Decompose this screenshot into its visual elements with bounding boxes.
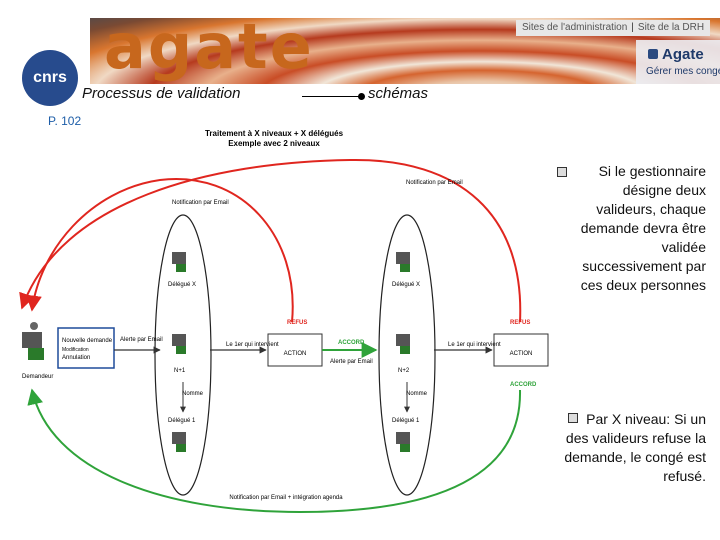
notif-top-right: Notification par Email [406,180,463,186]
delegue-1-label-1: Délégué 1 [168,418,196,424]
header-connector-dot [358,93,365,100]
delegue-x-label-1: Délégué X [168,282,196,288]
brand-name: Agate [662,46,704,63]
notif-top-left: Notification par Email [172,200,229,206]
delegue-x-figure-2 [396,252,410,272]
action-label-1: ACTION [284,351,307,357]
action-box-2 [493,333,549,367]
page-reference: P. 102 [48,114,82,128]
request-box [57,327,115,369]
requester-figure [22,322,44,360]
delegue-1-label-2: Délégué 1 [392,418,420,424]
top-links: Sites de l'administration|Site de la DRH [516,20,711,36]
note-refusal-rule: Par X niveau: Si un des valideurs refuse… [556,410,706,486]
link-drh-site[interactable]: Site de la DRH [637,22,705,33]
cnrs-logo: cnrs [22,50,78,106]
first-in-label-1: Le 1er qui intervient [226,342,279,348]
action-label-2: ACTION [510,351,533,357]
link-admin-sites[interactable]: Sites de l'administration [522,22,628,33]
note-text-1: Si le gestionnaire désigne deux valideur… [580,163,706,293]
n2-label: N+2 [398,368,410,374]
validation-diagram: Traitement à X niveaux + X délégués Exem… [19,129,549,514]
nomme-label-2: Nomme [406,391,428,397]
n2-figure [396,334,410,354]
refus-label-2: REFUS [510,320,530,326]
n1-label: N+1 [174,368,186,374]
accord-arc [27,388,522,514]
request-cancel: Annulation [62,355,90,361]
requester-label: Demandeur [22,374,53,380]
header-banner: agate Sites de l'administration|Site de … [0,0,720,86]
note-sequential-validation: Si le gestionnaire désigne deux valideur… [557,162,706,295]
accord-label-2: ACCORD [510,382,537,388]
validator-group-2 [378,214,436,496]
alert-label-1: Alerte par Email [120,337,163,343]
lock-icon [648,49,658,59]
request-new: Nouvelle demande [62,338,113,344]
validator-group-1 [154,214,212,496]
note-text-2: Par X niveau: Si un des valideurs refuse… [564,411,706,484]
diagram-title: Traitement à X niveaux + X délégués [205,129,344,138]
agate-brand-box[interactable]: Agate Gérer mes congés [636,40,720,84]
delegue-1-figure-1 [172,432,186,452]
brand-subtitle: Gérer mes congés [646,66,720,77]
notif-bottom: Notification par Email + intégration age… [229,495,343,501]
checkbox-bullet-icon [568,413,579,423]
first-in-label-2: Le 1er qui intervient [448,342,501,348]
n1-figure [172,334,186,354]
nomme-label-1: Nomme [182,391,204,397]
action-box-1 [267,333,323,367]
alerte-email-label: Alerte par Email [330,359,373,365]
accord-label-1: ACCORD [338,340,365,346]
link-separator: | [631,22,634,33]
refus-arc-2 [19,158,522,323]
header-connector-line [302,96,364,97]
section-title: Processus de validation [82,85,241,102]
refus-label-1: REFUS [287,320,307,326]
refus-arc-1 [25,178,294,323]
section-label: schémas [368,85,429,102]
agate-logo-text: agate [104,10,314,83]
delegue-1-figure-2 [396,432,410,452]
request-modify: Modification [62,347,89,353]
delegue-x-figure-1 [172,252,186,272]
delegue-x-label-2: Délégué X [392,282,420,288]
diagram-subtitle: Exemple avec 2 niveaux [228,139,320,148]
checkbox-bullet-icon [557,167,567,177]
